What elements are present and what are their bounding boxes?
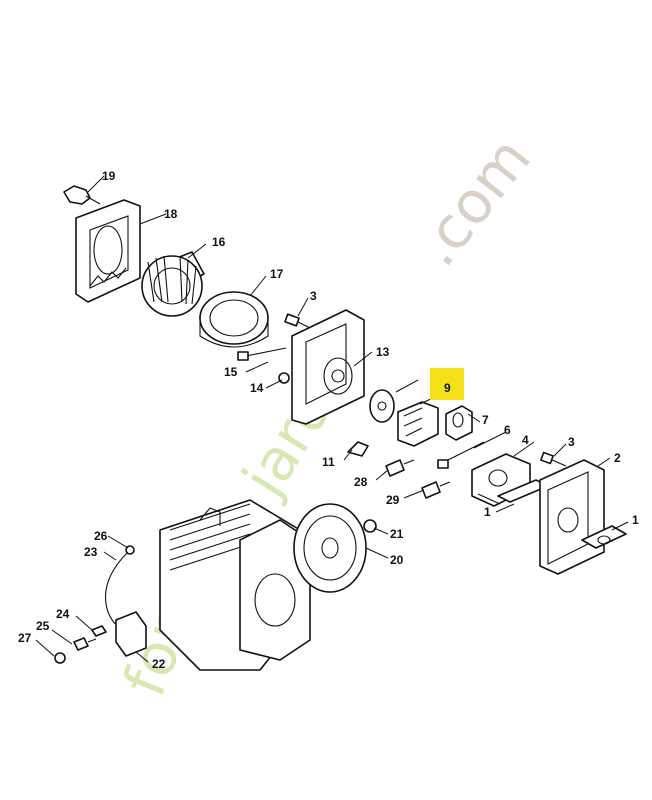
callout-21: 21 [390, 527, 404, 541]
part-gasket-1-right [581, 525, 627, 549]
part-filter-ring-17 [199, 291, 269, 348]
callout-labels: 19 18 16 17 3 13 15 14 9 7 6 4 3 2 11 28… [18, 169, 639, 671]
part-engine-block [159, 499, 311, 671]
part-muffler-2 [539, 459, 605, 575]
callout-22: 22 [152, 657, 166, 671]
part-screw-3-top [284, 313, 311, 329]
callout-26: 26 [94, 529, 108, 543]
callout-7: 7 [482, 413, 489, 427]
part-bracket-24 [91, 625, 107, 637]
callout-4: 4 [522, 433, 529, 447]
part-gasket-disc [369, 389, 395, 423]
part-screw-28 [385, 459, 415, 477]
part-nut-27 [54, 652, 66, 664]
callout-15: 15 [224, 365, 238, 379]
callout-27: 27 [18, 631, 32, 645]
part-screw-25 [73, 637, 97, 651]
callout-20: 20 [390, 553, 404, 567]
callout-29: 29 [386, 493, 400, 507]
callout-9: 9 [444, 381, 451, 395]
callout-13: 13 [376, 345, 390, 359]
part-carburetor-9 [397, 401, 439, 447]
callout-23: 23 [84, 545, 98, 559]
highlight-box-9 [430, 368, 464, 400]
part-screw-6 [437, 441, 485, 469]
watermark-text-4: .com [402, 125, 543, 279]
part-screw-3-right [540, 451, 567, 467]
callout-16: 16 [212, 235, 226, 249]
callout-3-top: 3 [310, 289, 317, 303]
callout-24: 24 [56, 607, 70, 621]
callout-19: 19 [102, 169, 116, 183]
part-filter-cover-18 [75, 199, 141, 303]
part-knob-19 [63, 185, 101, 205]
callout-1-right: 1 [632, 513, 639, 527]
callout-3-right: 3 [568, 435, 575, 449]
callout-11: 11 [322, 455, 335, 469]
callout-17: 17 [270, 267, 284, 281]
callout-25: 25 [36, 619, 50, 633]
part-bolt-15 [237, 347, 287, 361]
part-gasket-7 [445, 405, 473, 441]
part-carburetor-box-13 [291, 309, 365, 425]
callout-14: 14 [250, 381, 264, 395]
part-clip-11 [347, 441, 369, 457]
part-nut-14 [278, 372, 290, 384]
callout-28: 28 [354, 475, 368, 489]
part-ignition-module-22 [115, 611, 147, 657]
callout-18: 18 [164, 207, 178, 221]
part-screw-29 [421, 481, 451, 499]
callout-2: 2 [614, 451, 621, 465]
part-nut-21 [363, 519, 377, 533]
callout-6: 6 [504, 423, 511, 437]
callout-1-middle: 1 [484, 505, 491, 519]
part-air-filter-16 [141, 251, 205, 317]
part-flywheel-20 [293, 503, 367, 593]
